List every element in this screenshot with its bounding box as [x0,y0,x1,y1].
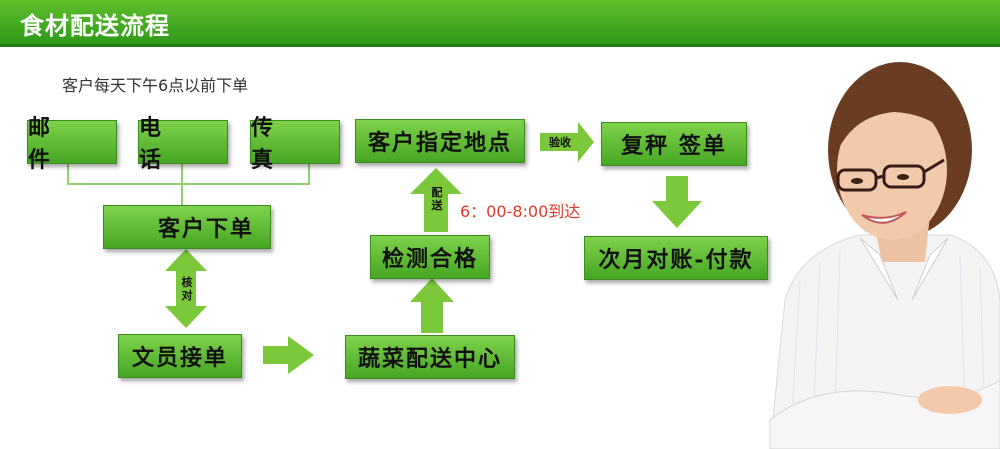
customer-location-box: 客户指定地点 [355,119,525,163]
inspection-passed-box: 检测合格 [370,235,490,279]
verify-label: 核对 [181,276,193,302]
reweigh-to-payment-arrow [652,176,702,228]
order-deadline-note: 客户每天下午6点以前下单 [62,76,249,95]
header-bar: 食材配送流程 [0,0,1000,47]
channel-bracket-line [67,163,310,185]
delivery-label: 配送 [431,186,443,212]
vegetable-distribution-center-box: 蔬菜配送中心 [345,335,515,379]
clerk-to-center-arrow [263,336,314,374]
inspect-to-location-arrow [410,168,462,232]
clerk-receives-order-box: 文员接单 [118,334,242,378]
page-title: 食材配送流程 [20,12,170,40]
center-to-inspect-arrow [410,278,454,333]
order-channel-phone: 电 话 [138,115,228,173]
location-to-reweigh-arrow [540,122,594,162]
customer-order-box: 客户下单 [103,205,271,249]
woman-illustration [769,62,1000,449]
acceptance-label: 验收 [549,136,571,149]
monthly-payment-box: 次月对账-付款 [584,236,768,280]
order-channel-mail: 邮 件 [27,115,117,173]
reweigh-sign-box: 复秤 签单 [601,122,747,166]
arrival-time-label: 6：00-8:00到达 [460,202,581,221]
order-channel-fax: 传 真 [250,115,340,173]
verify-double-arrow [165,249,207,328]
